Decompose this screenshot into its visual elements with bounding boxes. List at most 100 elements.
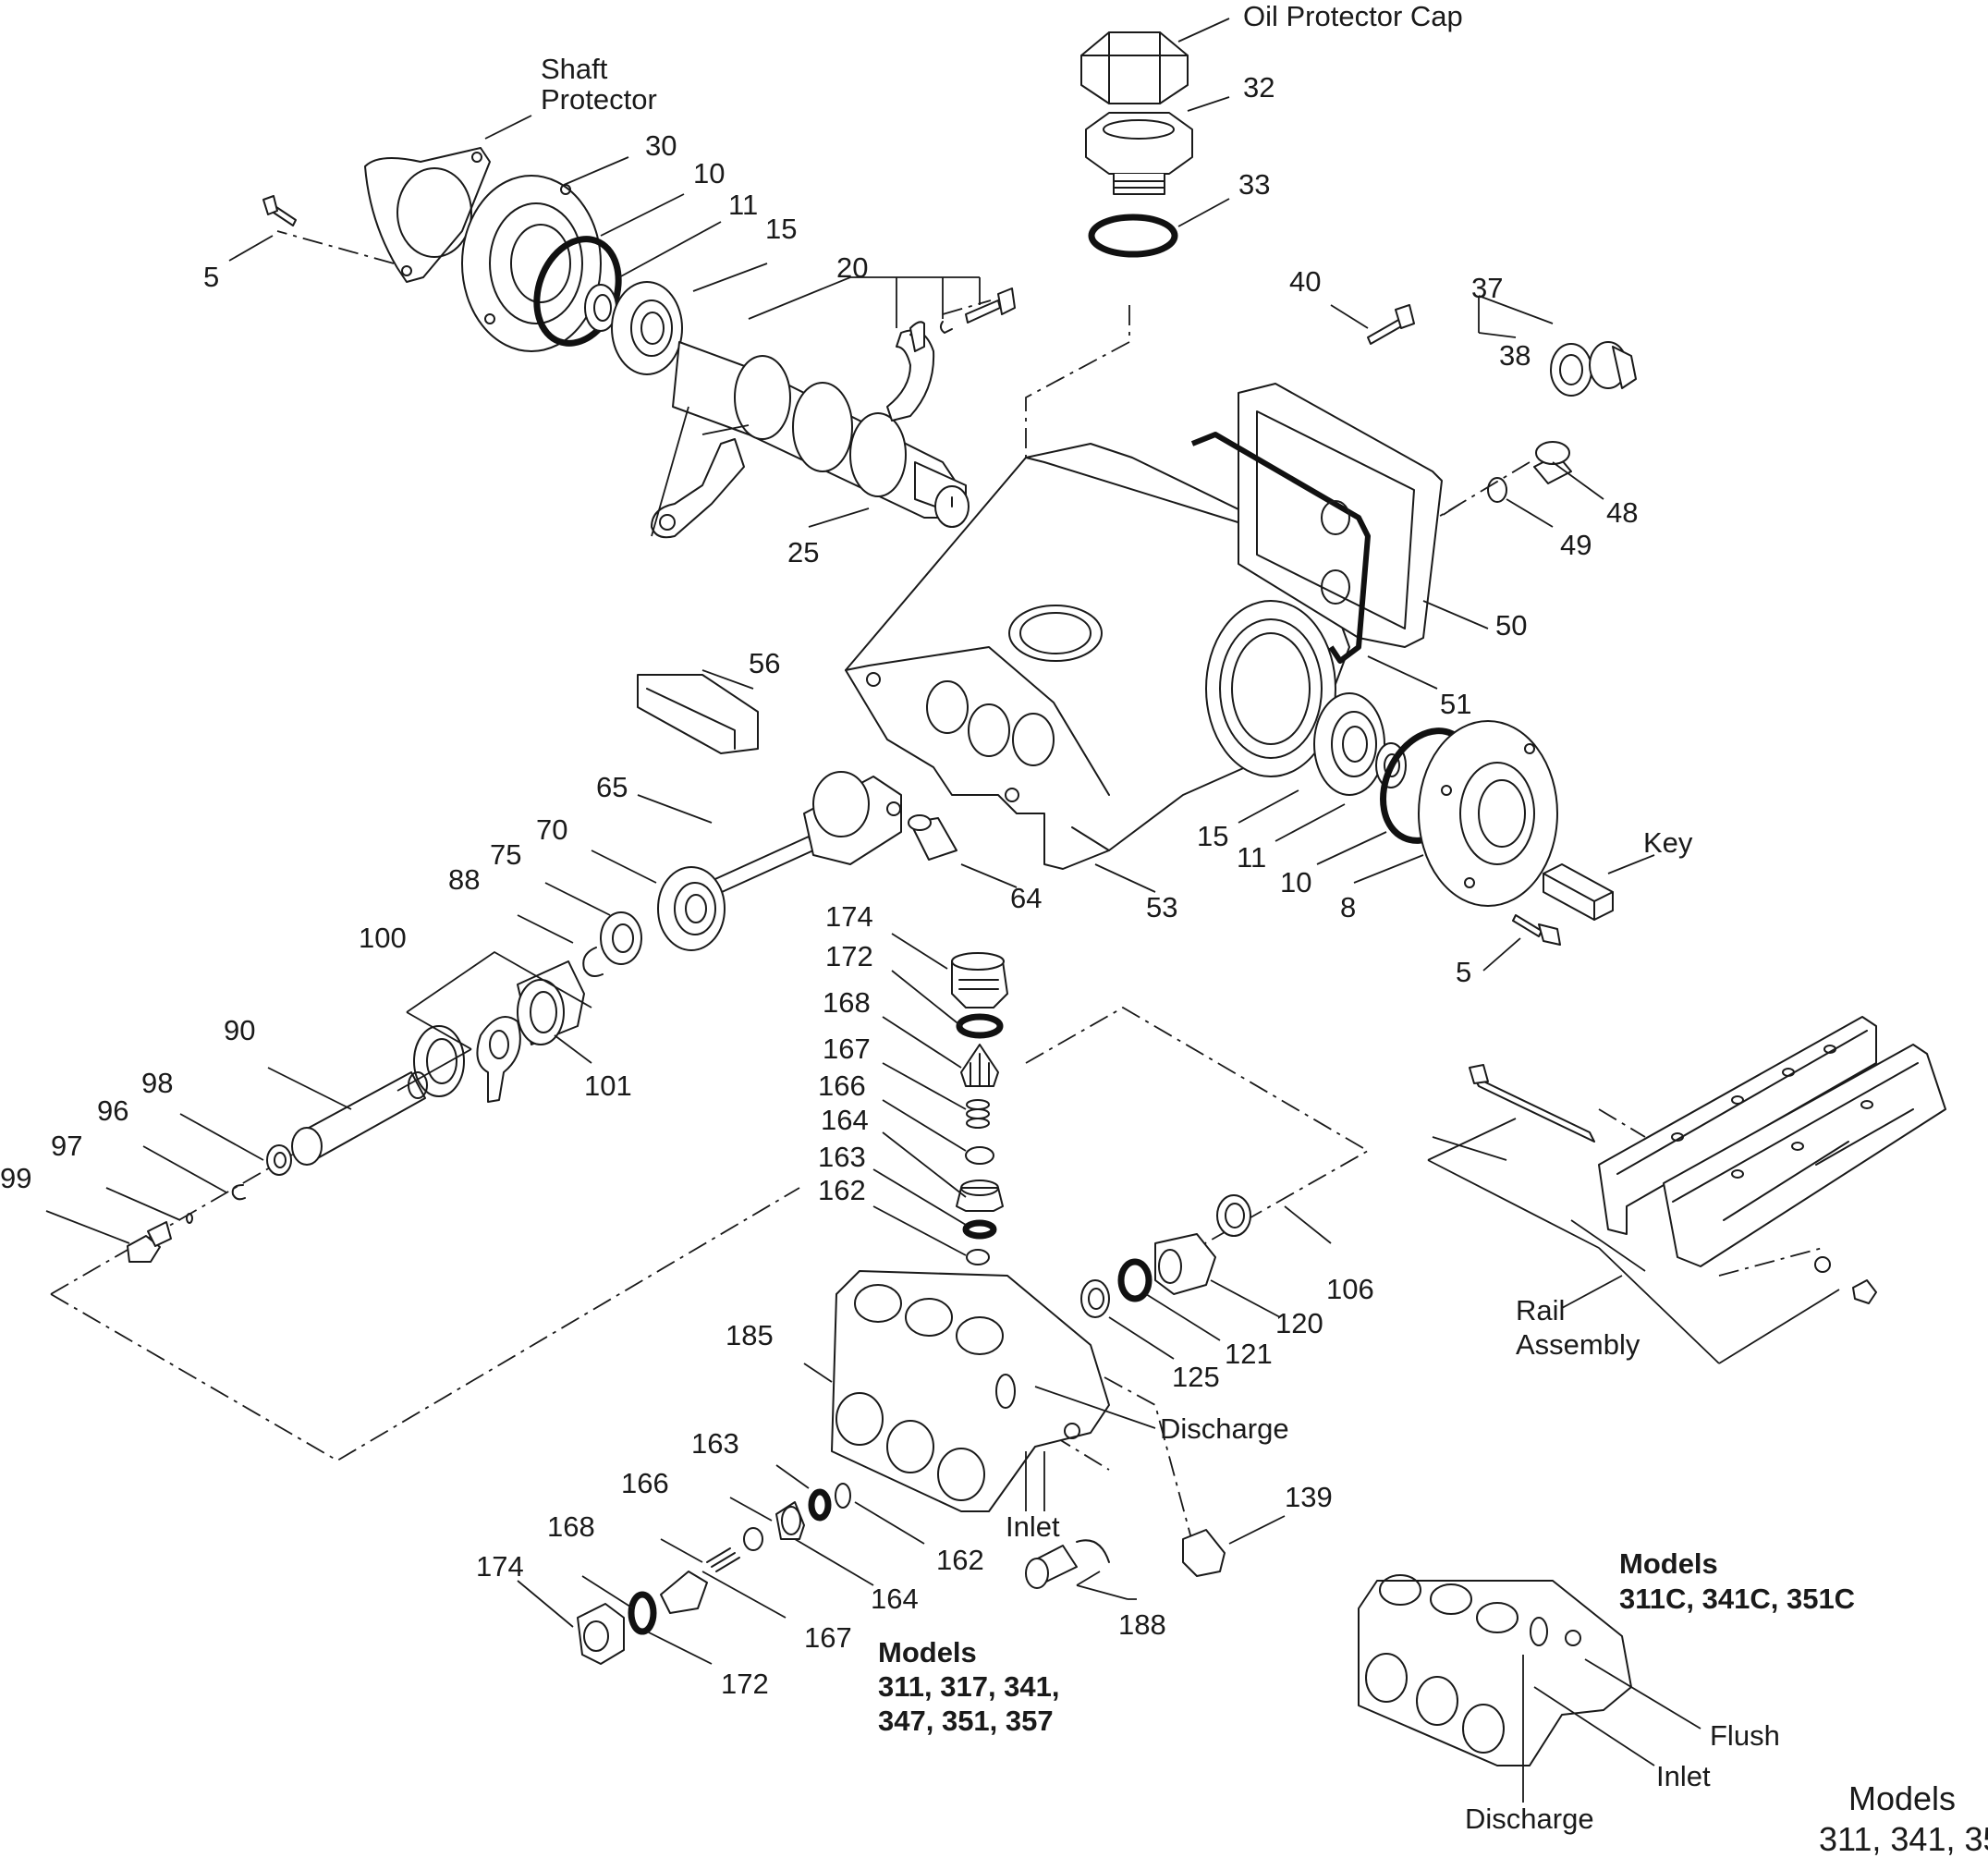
- label-96: 96: [97, 1094, 128, 1127]
- part-70-bearing: [657, 866, 726, 951]
- label-11-b: 11: [1237, 841, 1266, 874]
- label-100: 100: [359, 922, 407, 954]
- part-90-ceramic-plunger: [291, 1071, 428, 1166]
- label-139: 139: [1285, 1481, 1333, 1513]
- part-174-valve-plug-a: [951, 952, 1008, 1008]
- part-172-oring-b: [628, 1591, 657, 1635]
- label-15-b: 15: [1197, 820, 1228, 852]
- part-5-bolt-b: [1512, 914, 1561, 946]
- part-99-plunger-bolt: [127, 1221, 172, 1263]
- label-167-a: 167: [823, 1033, 871, 1065]
- part-51-gasket-and-50-cover: [1190, 383, 1443, 664]
- label-185: 185: [726, 1319, 774, 1351]
- label-168-a: 168: [823, 986, 871, 1019]
- label-53: 53: [1146, 891, 1177, 923]
- label-33: 33: [1238, 168, 1270, 201]
- shaft-protector-part: [364, 147, 491, 283]
- part-101-retainer: [517, 960, 585, 1045]
- part-20-bolt: [939, 287, 1016, 334]
- part-121-oring: [1117, 1258, 1153, 1302]
- label-inlet-alt: Inlet: [1656, 1760, 1711, 1792]
- models-c-line-1: Models: [1619, 1547, 1718, 1580]
- label-40: 40: [1289, 265, 1321, 298]
- label-163-b: 163: [691, 1427, 739, 1460]
- part-162-backup-ring-b: [835, 1483, 851, 1509]
- label-5-b: 5: [1456, 956, 1471, 988]
- part-15-bearing-a: [611, 281, 683, 375]
- oil-protector-cap-part: [1080, 31, 1189, 104]
- part-167-spring-b: [706, 1547, 740, 1572]
- label-shaft-protector-1: Shaft: [541, 53, 608, 85]
- models-main-line-3: 347, 351, 357: [878, 1705, 1054, 1737]
- part-96-backup-ring: [231, 1184, 246, 1201]
- label-15-a: 15: [765, 213, 797, 245]
- part-64-pin: [908, 814, 957, 861]
- part-56-oil-gauge: [637, 674, 759, 754]
- label-inlet: Inlet: [1006, 1510, 1060, 1543]
- label-97: 97: [51, 1130, 82, 1162]
- label-125: 125: [1172, 1361, 1220, 1393]
- label-8: 8: [1340, 891, 1356, 923]
- part-164-valve-seat-b: [775, 1501, 805, 1540]
- part-37-38-plug: [1550, 341, 1637, 397]
- label-99: 99: [0, 1162, 31, 1194]
- alt-manifold-part: [1358, 1574, 1632, 1766]
- part-32-fill-plug: [1085, 112, 1193, 195]
- part-97-oring: [186, 1213, 193, 1224]
- label-98: 98: [141, 1067, 173, 1099]
- label-56: 56: [749, 647, 780, 679]
- label-5-a: 5: [203, 261, 219, 293]
- label-50: 50: [1495, 609, 1527, 642]
- label-101: 101: [584, 1070, 632, 1102]
- rail-assembly-part: [1469, 1016, 1946, 1304]
- leader-lines: [45, 18, 1840, 1803]
- models-main-line-1: Models: [878, 1636, 977, 1669]
- part-174-valve-plug-b: [577, 1603, 625, 1665]
- label-65: 65: [596, 771, 628, 803]
- label-38: 38: [1499, 339, 1531, 372]
- label-168-b: 168: [547, 1510, 595, 1543]
- part-88-retainer: [582, 947, 604, 977]
- label-rail-assembly-1: Rail: [1516, 1294, 1565, 1326]
- label-162-b: 162: [936, 1544, 984, 1576]
- label-120: 120: [1275, 1307, 1323, 1339]
- part-20-connecting-rods: [651, 321, 935, 539]
- part-65-plunger-rod: [706, 771, 902, 898]
- label-75: 75: [490, 838, 521, 871]
- part-162-backup-ring-a: [966, 1249, 990, 1265]
- label-90: 90: [224, 1014, 255, 1046]
- part-163-oring-b: [808, 1488, 832, 1522]
- label-64: 64: [1010, 882, 1042, 914]
- label-70: 70: [536, 813, 567, 846]
- label-32: 32: [1243, 71, 1275, 104]
- part-15-bearing-b: [1313, 692, 1385, 796]
- label-166-a: 166: [818, 1070, 866, 1102]
- part-30-bearing-cover: [461, 175, 602, 352]
- part-33-oring: [1088, 214, 1178, 258]
- part-98-washer: [266, 1144, 292, 1176]
- label-88: 88: [448, 863, 480, 896]
- part-120-valve-seat: [1154, 1233, 1216, 1295]
- label-37: 37: [1471, 272, 1503, 304]
- part-11-seal-a: [584, 284, 617, 332]
- part-49-oring: [1487, 477, 1507, 503]
- key-part: [1543, 863, 1614, 921]
- label-shaft-protector-2: Protector: [541, 83, 657, 116]
- part-40-bolt: [1367, 304, 1415, 345]
- label-172-a: 172: [825, 940, 873, 972]
- label-172-b: 172: [721, 1668, 769, 1700]
- part-168-valve-retainer-a: [960, 1044, 999, 1087]
- label-106: 106: [1326, 1273, 1374, 1305]
- part-5-bolt-a: [262, 195, 297, 226]
- label-174-a: 174: [825, 900, 873, 933]
- models-corner-line-1: Models: [1848, 1779, 1956, 1817]
- part-125-valve-seat: [1080, 1279, 1110, 1318]
- part-167-spring-a: [966, 1099, 990, 1129]
- part-166-valve-a: [965, 1146, 994, 1165]
- part-166-valve-b: [743, 1527, 763, 1551]
- label-10-b: 10: [1280, 866, 1311, 898]
- label-121: 121: [1225, 1338, 1273, 1370]
- label-166-b: 166: [621, 1467, 669, 1499]
- label-163-a: 163: [818, 1141, 866, 1173]
